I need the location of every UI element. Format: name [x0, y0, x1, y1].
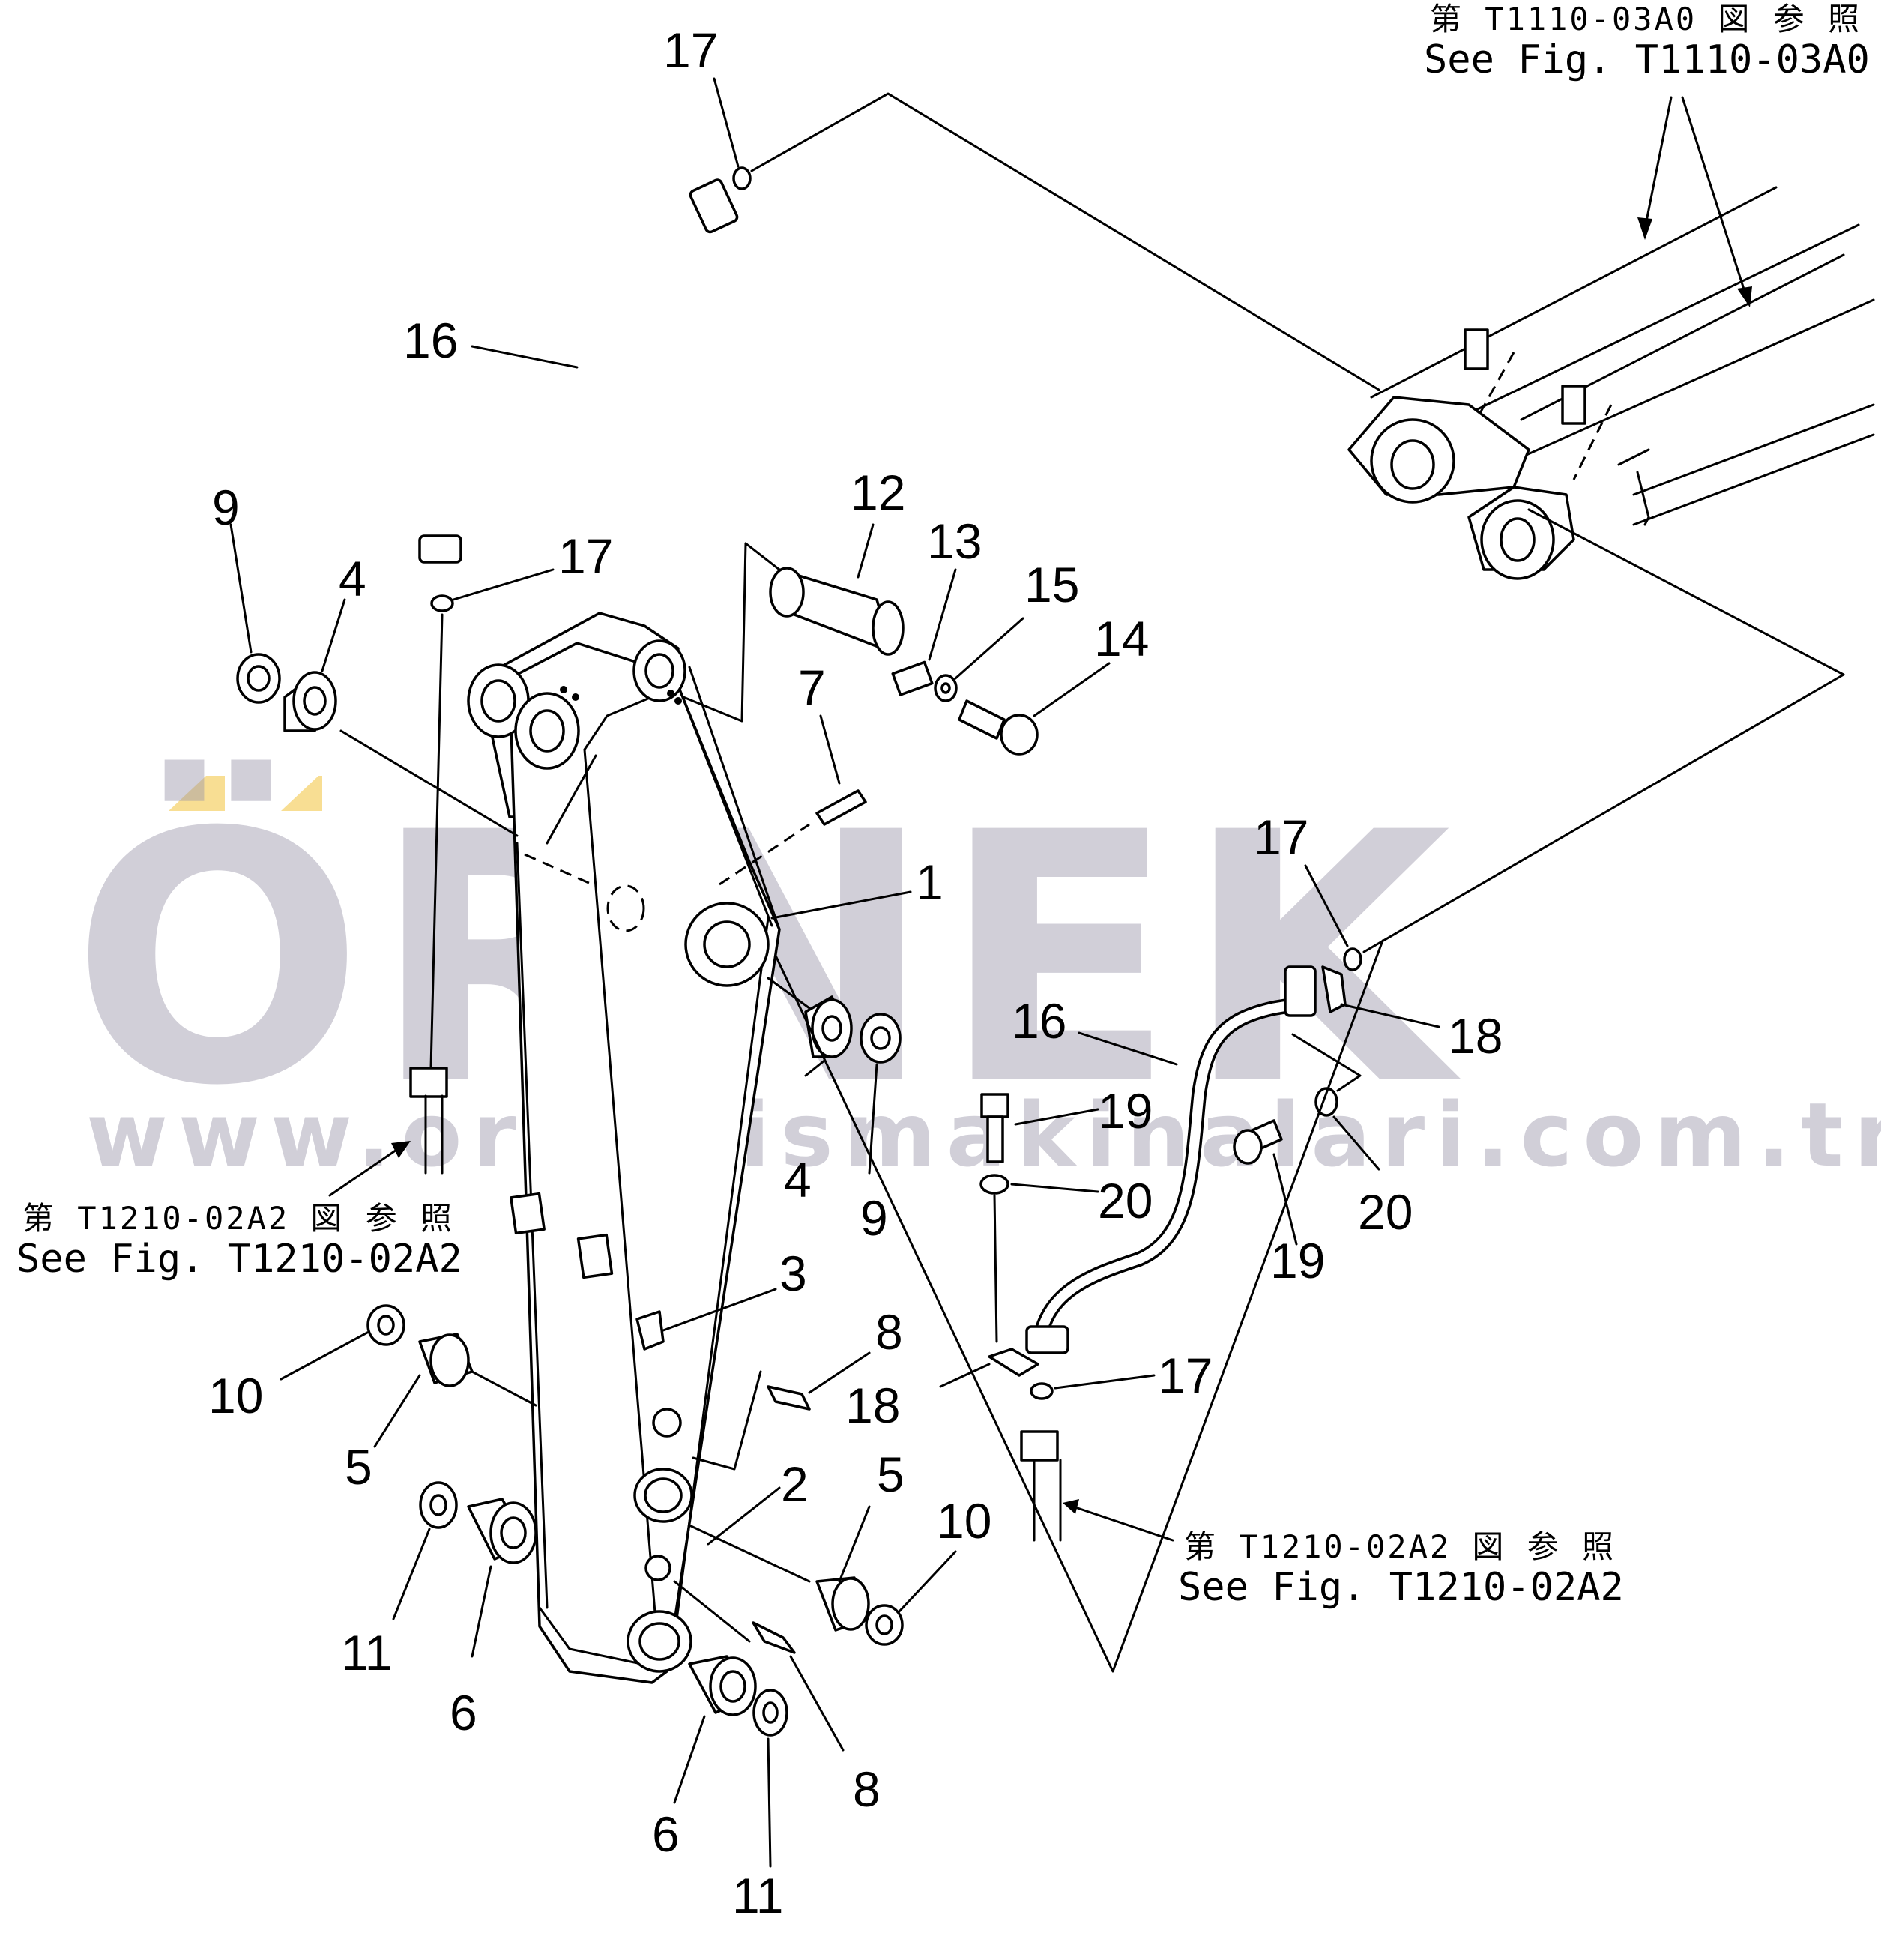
callout-3: 3: [779, 1246, 807, 1301]
hose-upper-flange-top: [689, 178, 739, 234]
ref-top-right-jp: 第 T1110-03A0 図 参 照: [1430, 1, 1862, 37]
watermark-accent-right: [281, 776, 322, 811]
boss-small-1: [652, 1408, 682, 1438]
callout-20-right: 20: [1358, 1184, 1413, 1240]
part-8-fitting-upper: [767, 1385, 811, 1411]
part-17-oring-right: [1343, 947, 1362, 971]
ref-left-en: See Fig. T1210-02A2: [16, 1237, 462, 1282]
part-19-bolt-left-shank: [986, 1115, 1004, 1163]
part-8-fitting-lower: [752, 1621, 796, 1654]
callout-5-left: 5: [345, 1439, 372, 1495]
callout-19-left: 19: [1098, 1083, 1153, 1139]
callout-12: 12: [851, 465, 905, 520]
boss-small-2: [644, 1555, 671, 1581]
hose-clamp-bracket-1: [510, 1192, 546, 1235]
callout-6-left: 6: [450, 1685, 477, 1740]
part-19-bolt-left-head: [980, 1093, 1009, 1118]
callout-18-upper: 18: [1448, 1008, 1503, 1064]
pipe-stub-left-flange: [409, 1067, 448, 1098]
boom-assembly: [1347, 186, 1875, 580]
callout-7: 7: [798, 660, 826, 715]
part-7-grease-fitting: [815, 789, 867, 826]
callout-numbers: 1 2 3 4 4 5 5 6 6 7 8 8 9 9 10 10 11 11 …: [208, 22, 1503, 1923]
part-17-oring-left: [430, 594, 454, 612]
callout-5-right: 5: [877, 1447, 905, 1502]
callout-11-left: 11: [341, 1625, 393, 1680]
callout-19-right: 19: [1270, 1233, 1325, 1288]
callout-14: 14: [1094, 611, 1149, 666]
callout-4-upper: 4: [339, 551, 366, 606]
hose-upper-flange-bottom: [418, 534, 462, 564]
callout-17-bottom: 17: [1158, 1348, 1213, 1403]
watermark: ÖRNEK www.ornekismakinalari.com.tr: [71, 756, 1881, 1186]
hose-clamp-bracket-2: [576, 1233, 614, 1279]
callout-16-top: 16: [403, 313, 458, 368]
callout-6-lower: 6: [652, 1806, 680, 1862]
part-20-washer-left: [979, 1174, 1009, 1195]
ref-bottom-right-jp: 第 T1210-02A2 図 参 照: [1184, 1528, 1616, 1565]
callout-10-right: 10: [937, 1493, 991, 1549]
callout-17-right: 17: [1254, 809, 1308, 865]
hose-lower-flange-bottom: [1025, 1325, 1069, 1354]
callout-17-top: 17: [663, 22, 718, 78]
hose-upper: [418, 178, 739, 564]
callout-4-mid: 4: [784, 1152, 812, 1207]
callout-18-lower: 18: [845, 1378, 900, 1433]
boom-bracket-1: [1464, 328, 1489, 370]
reference-notes: 第 T1110-03A0 図 参 照 See Fig. T1110-03A0 第…: [16, 1, 1870, 1610]
part-18-clamp-lower: [988, 1348, 1039, 1377]
ref-bottom-right-en: See Fig. T1210-02A2: [1178, 1565, 1624, 1610]
part-17-oring-top: [732, 166, 752, 190]
callout-13: 13: [927, 513, 982, 569]
callout-15: 15: [1024, 557, 1079, 612]
part-17-oring-bottom: [1030, 1382, 1054, 1400]
callout-11-lower: 11: [732, 1868, 784, 1923]
callout-10-left: 10: [208, 1368, 263, 1423]
callout-9-upper: 9: [212, 480, 240, 535]
hose-lower-flange-top: [1284, 965, 1317, 1017]
pipe-stub-right-flange: [1020, 1430, 1059, 1462]
ref-left-jp: 第 T1210-02A2 図 参 照: [22, 1200, 454, 1237]
part-14-bolt: [958, 699, 1006, 740]
small-parts: [236, 166, 1362, 1737]
pipe-stubs: [409, 1067, 1062, 1542]
boom-bracket-2: [1561, 385, 1586, 425]
part-3-clip: [635, 1310, 665, 1351]
callout-16-right: 16: [1012, 993, 1066, 1049]
arm-stick: [467, 612, 810, 1684]
callout-9-mid: 9: [860, 1190, 888, 1246]
leader-lines: [229, 77, 1845, 1868]
callout-1: 1: [916, 854, 943, 910]
callout-2: 2: [781, 1456, 809, 1512]
ref-top-right-en: See Fig. T1110-03A0: [1424, 37, 1870, 82]
part-13-plate: [891, 660, 934, 696]
hose-lower: [1025, 965, 1317, 1354]
callout-8-upper: 8: [875, 1304, 903, 1360]
callout-20-left: 20: [1098, 1173, 1153, 1228]
callout-17-left: 17: [558, 528, 613, 584]
watermark-accent-left: [169, 776, 225, 811]
callout-8-lower: 8: [853, 1761, 881, 1817]
